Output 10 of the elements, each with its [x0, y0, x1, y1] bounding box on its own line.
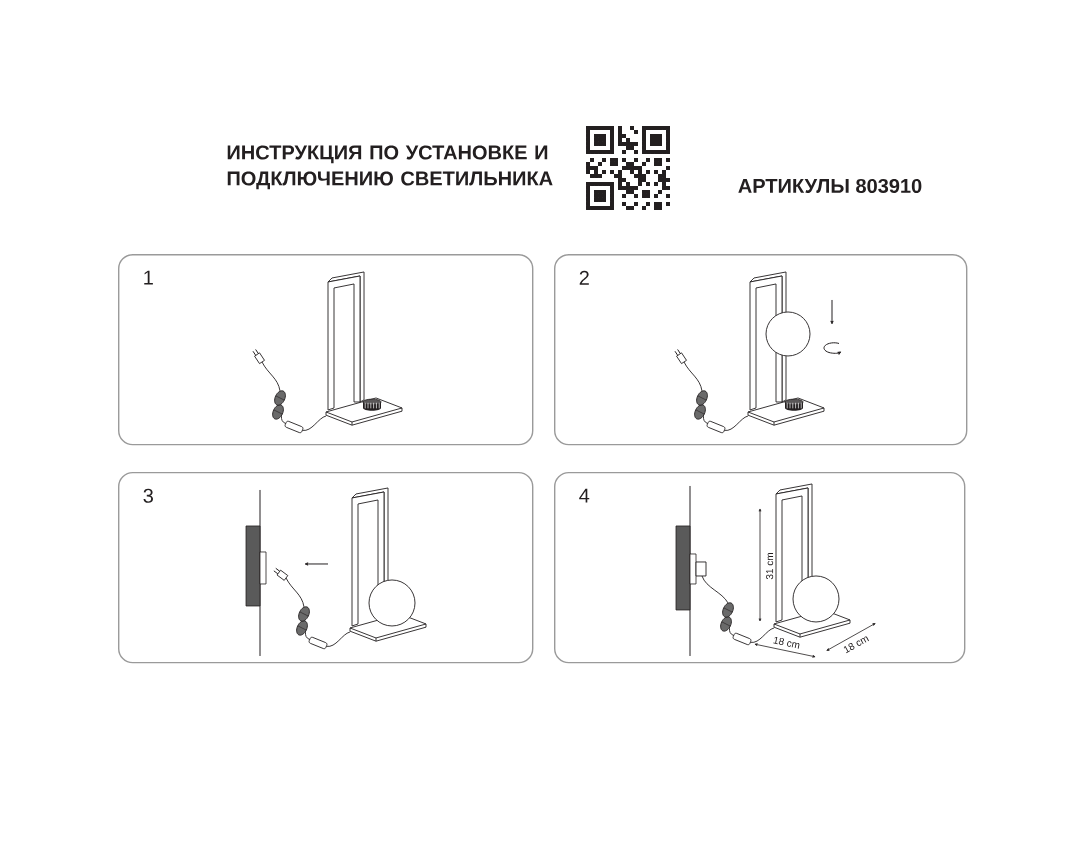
step-number: 1 [144, 270, 153, 285]
title: ИНСТРУКЦИЯ ПО УСТАНОВКЕ И ПОДКЛЮЧЕНИЮ СВЕТИЛЬНИКА [227, 145, 553, 190]
step-panel [118, 471, 534, 664]
step-number: 2 [579, 270, 589, 285]
step-number: 3 [143, 488, 153, 503]
article-number: АРТИКУЛЫ 803910 [738, 178, 922, 194]
step-number: 4 [579, 488, 590, 503]
step-panel [118, 254, 534, 446]
step-panel [554, 471, 966, 664]
step-panel [554, 254, 968, 446]
